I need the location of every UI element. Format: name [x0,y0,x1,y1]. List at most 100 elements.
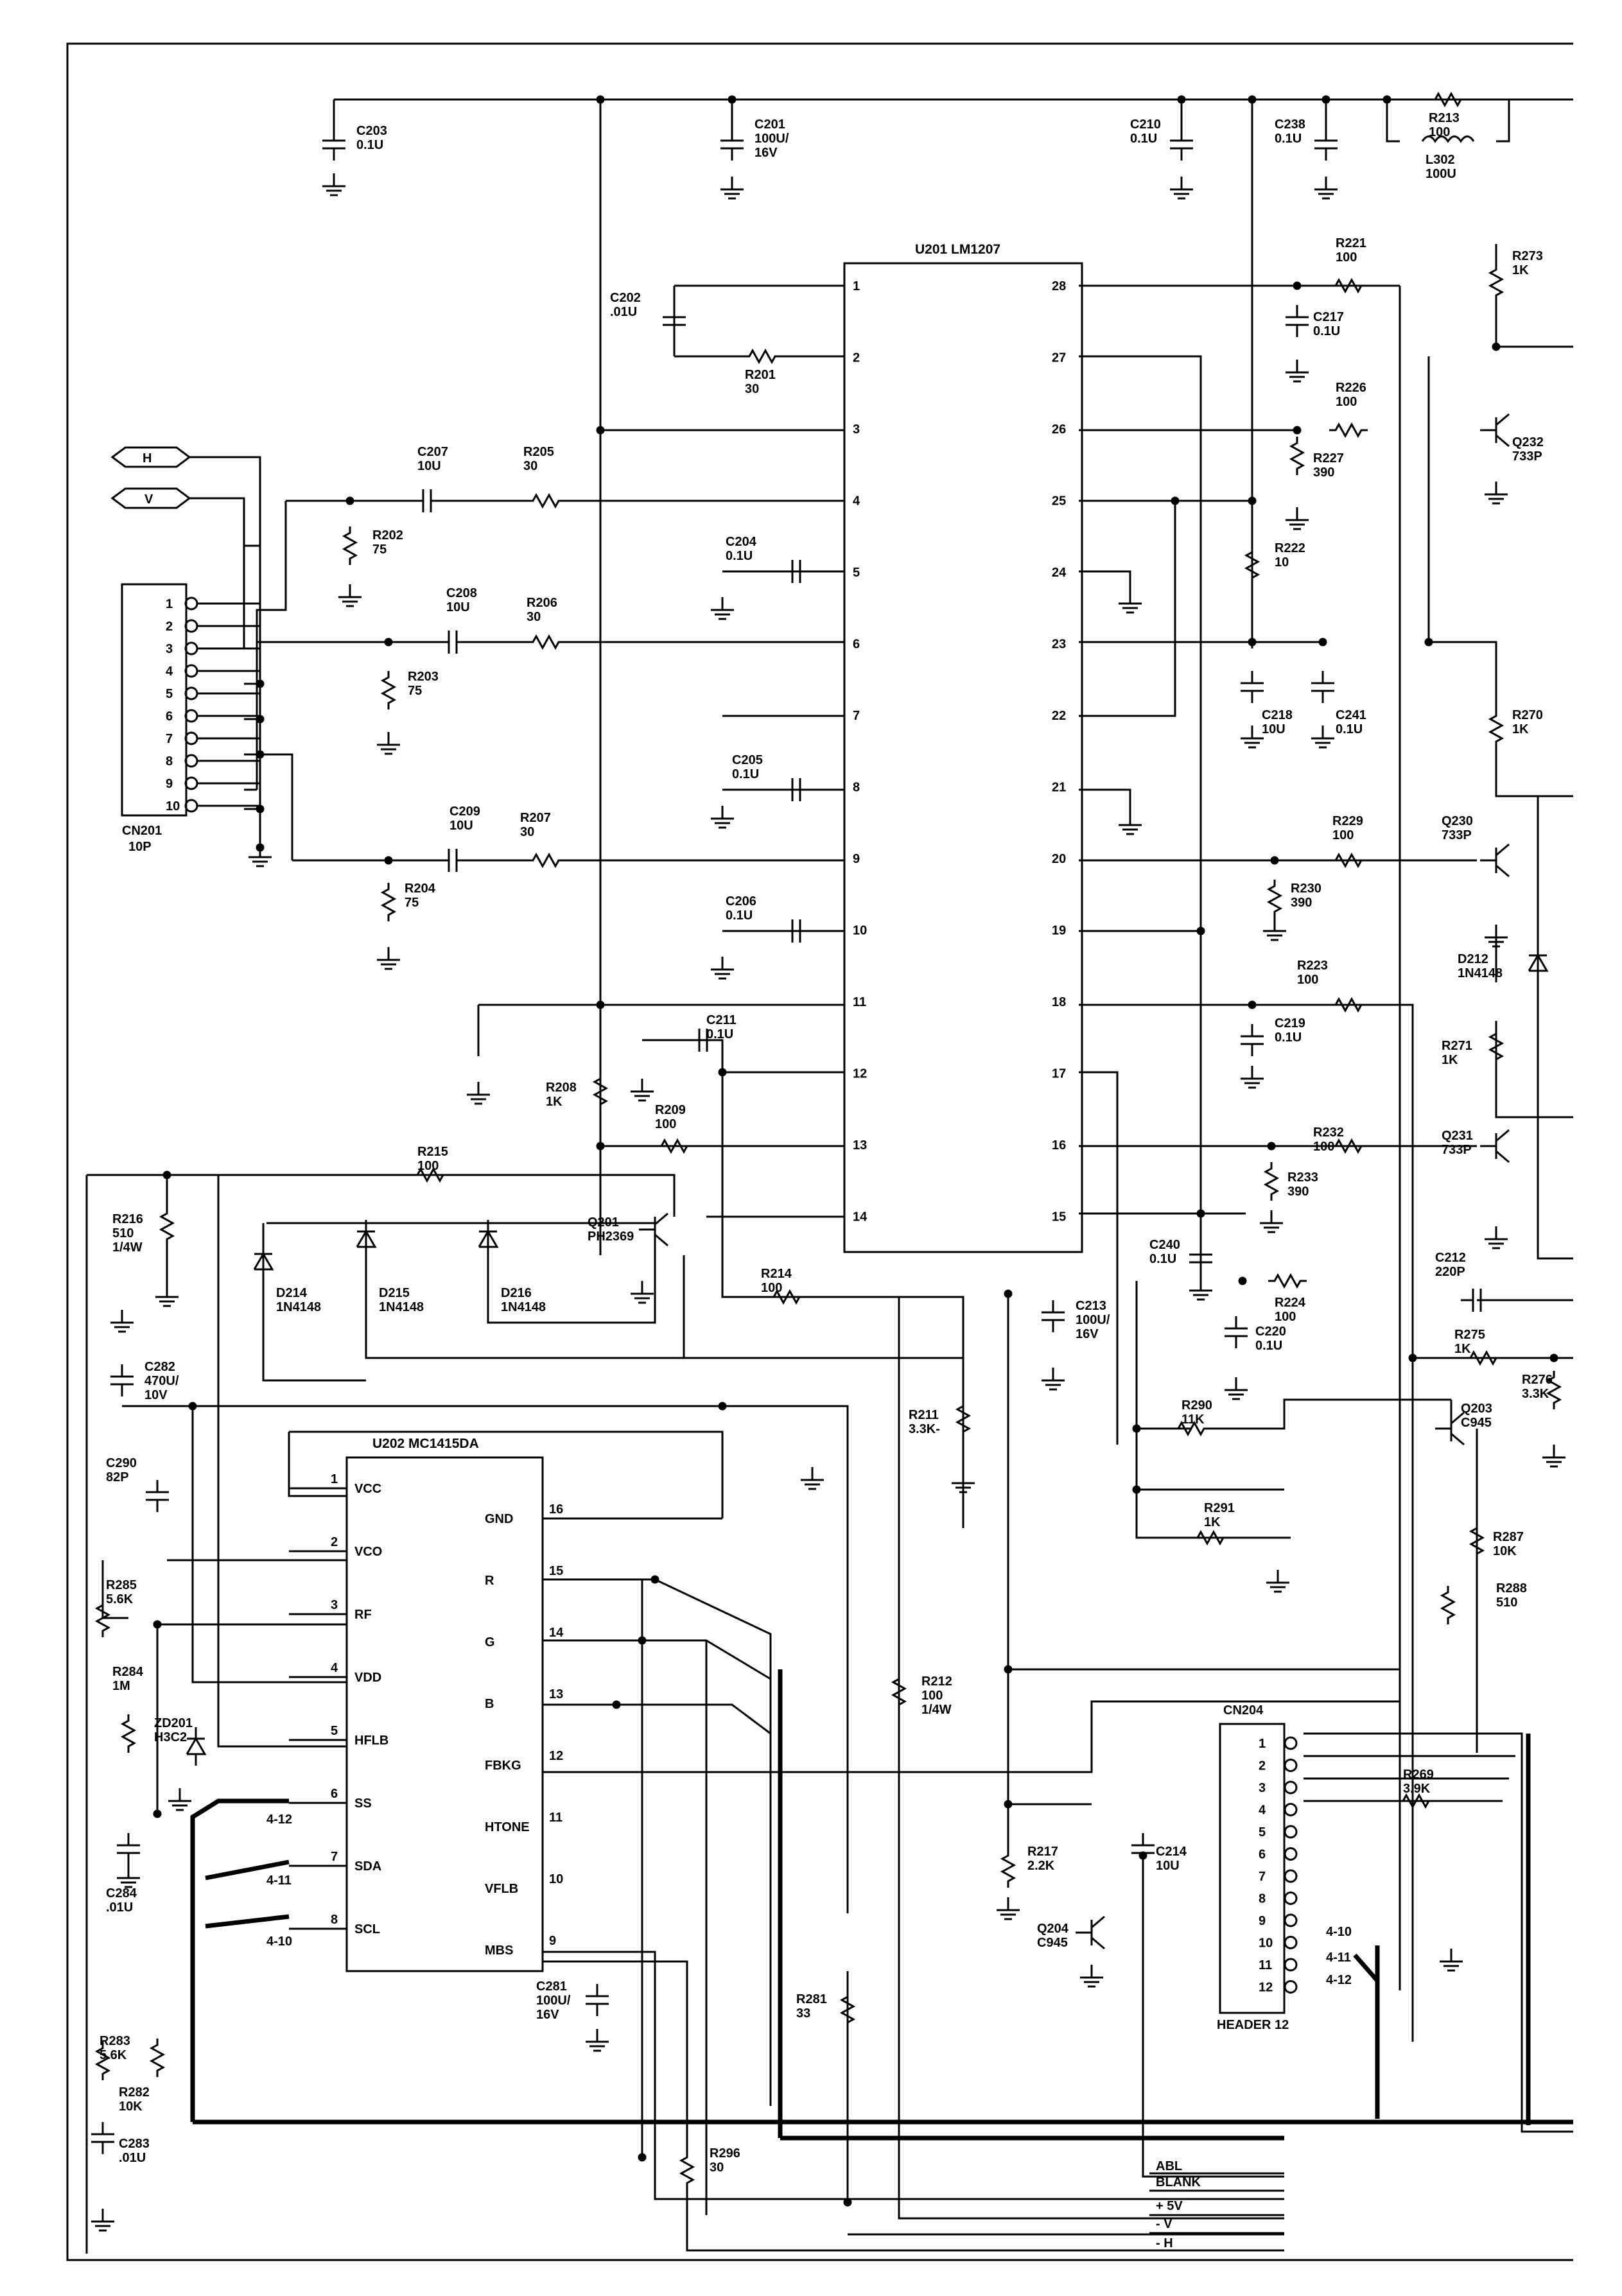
component-ref: R291 [1204,1501,1235,1515]
ground-symbol [1542,1445,1565,1468]
ground-symbol [117,1865,140,1888]
wiring [85,98,1573,2254]
ground-symbol [586,2029,609,2052]
component-ref: R221 [1336,236,1366,250]
component-value: 1K [1204,1515,1221,1529]
resistor-symbol [1329,852,1368,869]
component-value: 75 [408,684,422,698]
pin-name: RF [354,1608,372,1622]
capacitor-symbol [720,128,744,161]
junction-dot [1238,1276,1247,1285]
port-v-label: V [144,492,153,507]
ground-symbol [168,1788,191,1811]
ground-symbol [377,947,400,970]
component-ref: R288 [1496,1581,1527,1596]
ground-symbol [467,1082,490,1105]
component-value: 220P [1435,1265,1465,1279]
pin-number: 1 [331,1472,338,1486]
pin-socket [1284,1958,1298,1972]
component-ref: R282 [119,2085,150,2100]
component-value: 390 [1291,896,1312,910]
diode-symbol [356,1220,377,1258]
resistor-symbol [527,852,565,869]
resistor-symbol [1191,1529,1230,1546]
component-ref: C283 [119,2137,150,2151]
junction-dot [1004,1800,1013,1809]
component-ref: R207 [520,811,551,825]
resistor-symbol [1244,546,1260,584]
component-ref: ZD201 [154,1716,193,1730]
resistor-symbol [149,2039,166,2077]
component-ref: C290 [106,1456,137,1470]
component-value: 1K [1512,263,1529,277]
resistor-symbol [679,2151,695,2189]
diode-symbol [253,1242,274,1281]
ground-symbol [1241,1066,1264,1089]
resistor-symbol [1329,1138,1368,1154]
junction-dot [1293,426,1302,435]
component-ref: R233 [1287,1170,1318,1185]
pin-number: 28 [1052,279,1066,293]
component-value: 16V [536,2008,559,2022]
pin-number: 13 [549,1687,563,1701]
component-value: 30 [527,610,541,624]
ground-symbol [1286,360,1309,383]
capacitor-symbol [1241,671,1264,703]
resistor-symbol [1263,1162,1280,1201]
resistor-symbol [1329,996,1368,1013]
component-ref: Q230 [1442,814,1473,828]
component-ref: C281 [536,1979,567,1994]
component-ref: R213 [1429,111,1460,125]
resistor-symbol [1546,1371,1562,1409]
pin-number: 19 [1052,924,1066,938]
component-value: 100U/ [1076,1313,1110,1327]
pin-name: R [485,1574,494,1588]
capacitor-symbol [780,560,812,583]
ground-symbol [1485,482,1508,505]
component-value: 1N4148 [501,1300,546,1314]
junction-dot [596,426,605,435]
bus-label: 4-11 [266,1874,292,1888]
bus-label: 4-12 [1326,1973,1352,1987]
junction-dot [1321,95,1330,104]
pin-socket [184,641,198,656]
resistor-symbol [1000,1849,1016,1888]
resistor-symbol [1268,1273,1307,1289]
ground-symbol [1440,1949,1463,1972]
component-ref: C219 [1275,1016,1305,1031]
resistor-symbol [380,883,397,921]
junction-dot [1196,926,1205,935]
pin-number: 8 [1259,1892,1266,1906]
component-ref: R202 [372,528,403,543]
junction-dot [1293,281,1302,290]
signal-label: - V [1156,2217,1173,2231]
component-ref: C282 [144,1360,175,1374]
transistor-symbol [639,1212,668,1247]
ground-symbol [1189,1278,1212,1301]
component-value: 100 [417,1159,439,1173]
junction-dot [596,95,605,104]
pin-number: 13 [853,1138,867,1152]
component-value: PH2369 [588,1230,634,1244]
junction-dot [345,496,354,505]
junction-dot [612,1700,621,1709]
component-value: 100U [1426,167,1456,181]
component-ref: R276 [1522,1373,1553,1387]
component-value: 0.1U [726,549,753,563]
pin-number: 21 [1052,781,1066,795]
component-ref: R275 [1454,1328,1485,1342]
junction-dot [718,1402,727,1411]
component-value: 100 [1313,1140,1334,1154]
capacitor-symbol [1131,1833,1155,1865]
